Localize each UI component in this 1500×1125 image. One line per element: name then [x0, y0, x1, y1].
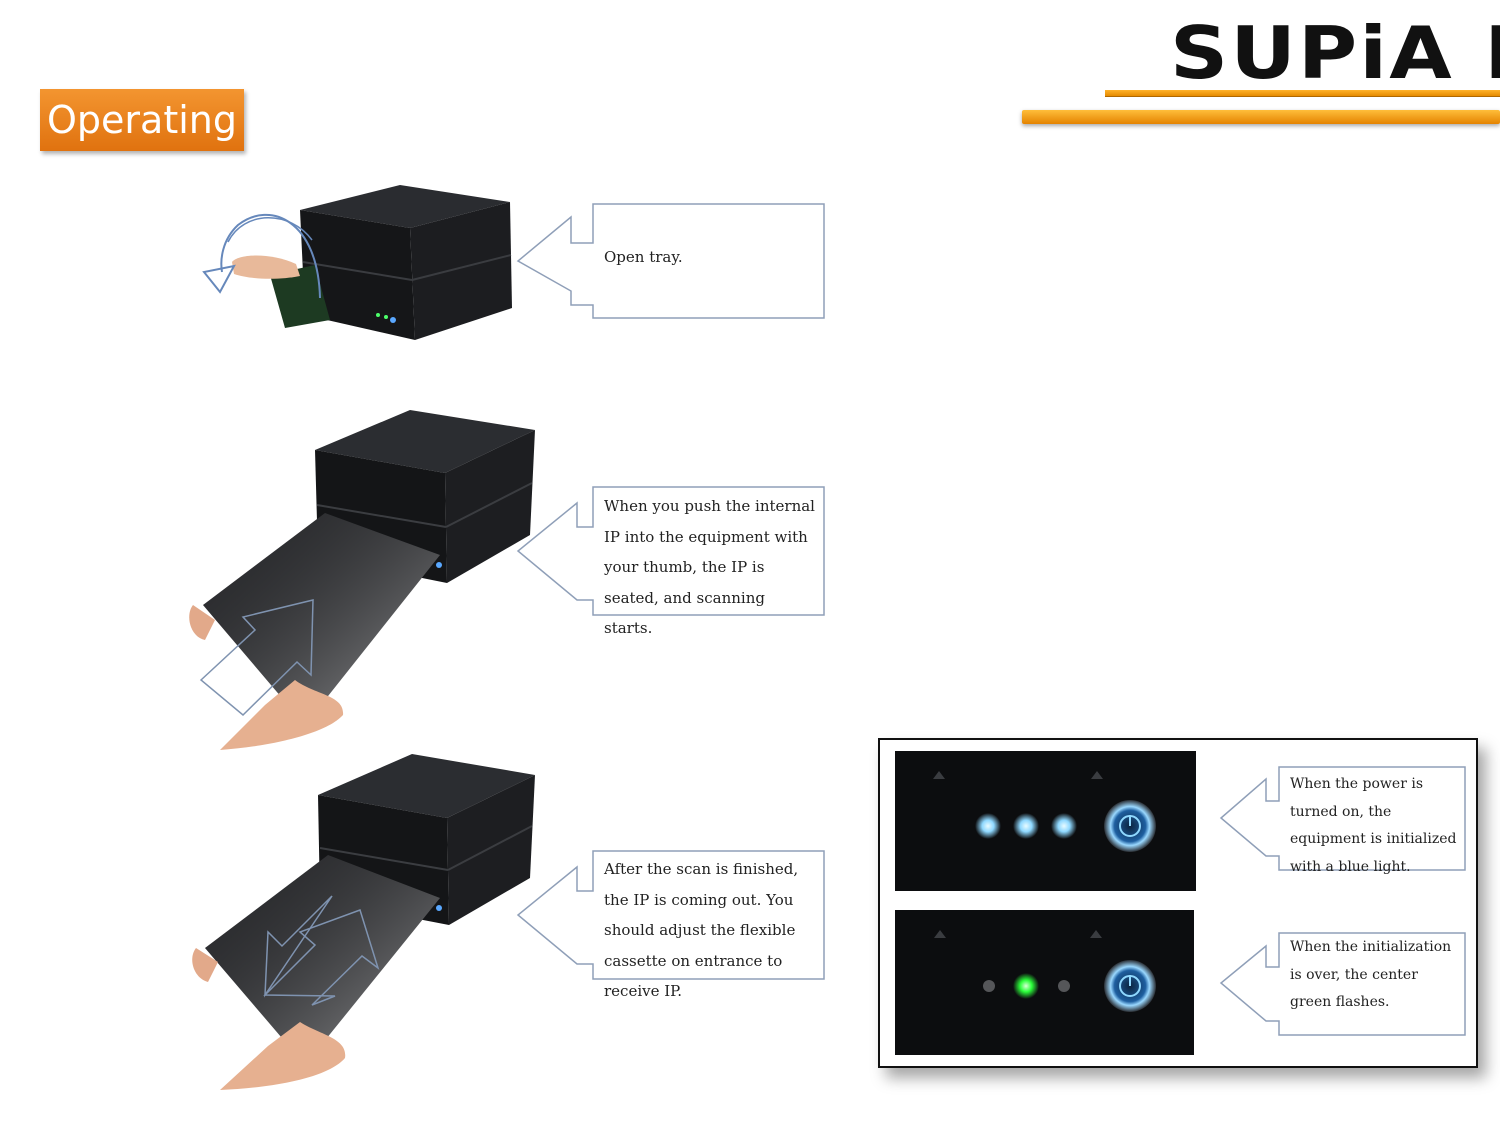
- scanner-open-tray-photo: [202, 185, 512, 340]
- step-2-callout: When you push the internal IP into the e…: [516, 486, 828, 637]
- step-2-text: When you push the internal IP into the e…: [604, 497, 815, 637]
- indicator-panel-frame: When the power is turned on, the equipme…: [878, 738, 1478, 1068]
- blue-light-photo: [895, 751, 1196, 891]
- scanner-eject-ip-photo: [192, 754, 535, 1090]
- header-accent-bar: [1022, 110, 1500, 124]
- green-light-photo: [895, 910, 1194, 1055]
- step-1-text: Open tray.: [604, 248, 683, 266]
- section-title-badge: Operating: [40, 89, 244, 151]
- supia-e-logo: SUPiA E: [1170, 11, 1500, 95]
- blue-light-text: When the power is turned on, the equipme…: [1290, 776, 1457, 875]
- step-3-callout: After the scan is finished, the IP is co…: [516, 850, 828, 1000]
- scanner-insert-ip-photo: [189, 410, 535, 750]
- step-3-text: After the scan is finished, the IP is co…: [604, 860, 799, 1000]
- green-light-text: When the initialization is over, the cen…: [1290, 939, 1452, 1010]
- step-1-callout: Open tray.: [516, 203, 828, 321]
- blue-light-callout: When the power is turned on, the equipme…: [1219, 766, 1469, 875]
- logo-underline-bar: [1105, 90, 1500, 97]
- green-light-callout: When the initialization is over, the cen…: [1219, 932, 1469, 1038]
